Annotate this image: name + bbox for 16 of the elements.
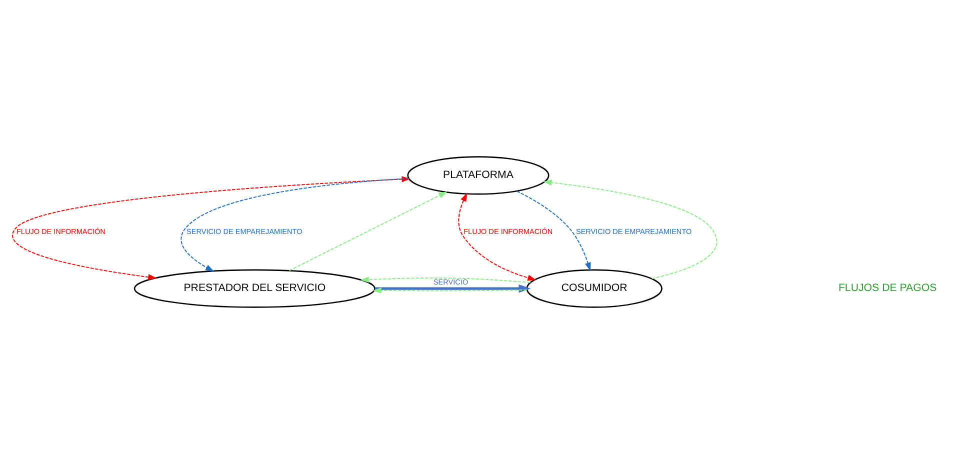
node-ellipse: PRESTADOR DEL SERVICIO <box>134 269 376 308</box>
arrow <box>372 287 528 294</box>
edge-label: SERVICIO DE EMPAREJAMIENTO <box>186 226 302 236</box>
arrow <box>543 180 718 280</box>
arrow <box>360 276 531 284</box>
arrow <box>458 192 536 281</box>
arrow <box>180 178 410 272</box>
arrow <box>288 192 448 272</box>
arrow <box>374 284 531 293</box>
label: FLUJOS DE PAGOS <box>838 282 937 294</box>
edge-label: SERVICIO <box>433 277 468 286</box>
edge-label: SERVICIO DE EMPAREJAMIENTO <box>576 226 692 236</box>
edge-label: FLUJO DE INFORMACIÓN <box>464 226 553 236</box>
node-ellipse: PLATAFORMA <box>407 156 550 195</box>
edge-label: FLUJO DE INFORMACIÓN <box>16 226 106 236</box>
arrow <box>516 190 591 272</box>
